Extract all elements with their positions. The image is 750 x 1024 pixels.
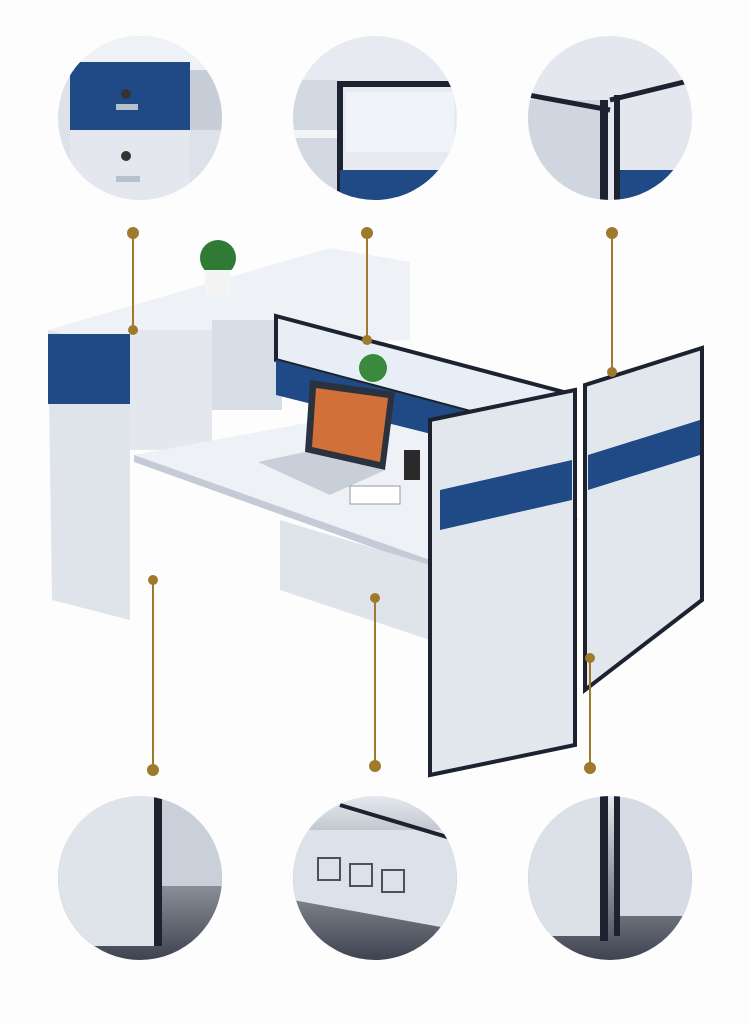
detail-circle-partition-joint bbox=[528, 36, 692, 200]
detail-circle-shelf-glass bbox=[293, 36, 457, 200]
detail-circle-cabinet-edge bbox=[58, 796, 222, 960]
callout-lines bbox=[127, 227, 618, 776]
detail-circle-power-outlets bbox=[293, 796, 457, 960]
cup bbox=[404, 450, 420, 480]
detail-circle-partition-base bbox=[528, 796, 692, 960]
laptop-keyboard bbox=[258, 452, 385, 495]
detail-circle-drawer-lock bbox=[58, 36, 222, 200]
workstation bbox=[48, 240, 704, 778]
plant-icon bbox=[200, 240, 236, 276]
drawer-blue-front bbox=[48, 334, 130, 404]
phone bbox=[349, 485, 401, 505]
